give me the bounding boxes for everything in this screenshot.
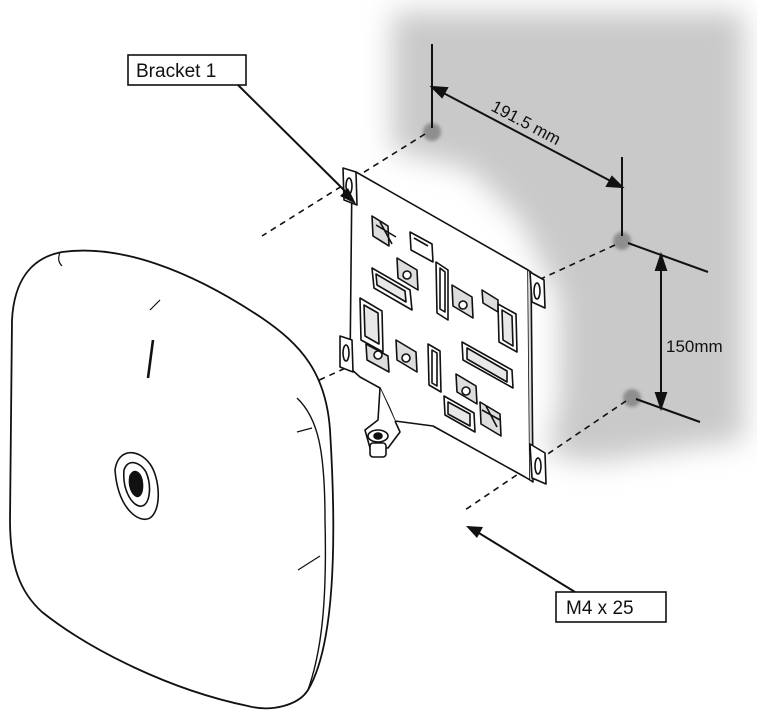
brand-logo-icon bbox=[114, 451, 160, 521]
wall-hole-bottom-right bbox=[623, 389, 641, 407]
access-point bbox=[9, 249, 335, 710]
dimension-horizontal bbox=[429, 44, 625, 236]
callout-screw: M4 x 25 bbox=[466, 526, 667, 623]
callout-bracket: Bracket 1 bbox=[127, 54, 356, 204]
callout-bracket-label: Bracket 1 bbox=[136, 61, 216, 82]
bracket-plate bbox=[339, 167, 547, 485]
led-indicator-icon bbox=[146, 339, 155, 379]
dimension-vertical-label: 150mm bbox=[666, 337, 723, 356]
wall-hole-top-right bbox=[613, 232, 631, 250]
dimension-vertical bbox=[627, 242, 709, 423]
wall-hole-top-left bbox=[423, 123, 441, 141]
callout-screw-label: M4 x 25 bbox=[566, 598, 634, 619]
wall-surface bbox=[392, 12, 744, 462]
